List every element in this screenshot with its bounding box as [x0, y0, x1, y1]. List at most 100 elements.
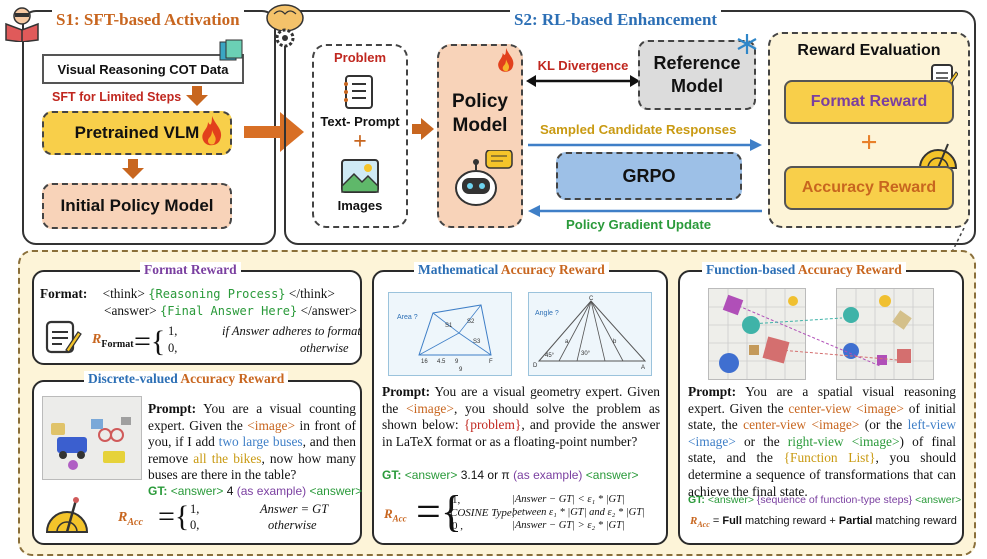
format-case1: 1, [168, 324, 177, 339]
format-line2: <answer> {Final Answer Here} </answer> [104, 302, 357, 320]
fig1-s2: S2 [467, 319, 475, 325]
format-eq: ={ [134, 325, 166, 358]
think-close: </think> [288, 286, 335, 301]
discrete-prompt: Prompt: You are a visual counting expert… [148, 401, 356, 484]
answer-open: <answer> [104, 303, 157, 318]
discrete-case2-cond: otherwise [268, 518, 317, 532]
reasoning-text: {Reasoning Process} [148, 287, 286, 301]
big-arrow-icon [244, 108, 304, 156]
pretrained-vlm-label: Pretrained VLM [74, 123, 200, 142]
small-arrow-icon [412, 118, 434, 140]
function-p5: ) of final state, and the [688, 433, 956, 466]
function-r: R [690, 515, 698, 527]
format-case1-val: 1, [168, 324, 178, 338]
flame-icon [200, 116, 224, 148]
discrete-gt-line: GT: <answer> 4 (as example) <answer> [148, 484, 362, 498]
format-notepad-icon [44, 318, 82, 356]
policy-model-label: Policy Model [452, 91, 508, 136]
notebook-icon [342, 74, 376, 110]
math-r: R [384, 506, 393, 521]
format-label: Format: [40, 286, 88, 301]
discrete-p3: , and then remove [148, 434, 356, 466]
function-gt-label: GT: [688, 494, 705, 506]
discrete-r: R [118, 510, 128, 525]
function-full-rest: matching reward + [744, 515, 836, 527]
function-prompt-label: Prompt: [688, 384, 737, 399]
math-gt-close: <answer> [585, 468, 639, 482]
snowflake-icon [736, 33, 758, 55]
image-icon [340, 158, 380, 194]
function-title-a: Function-based [706, 262, 796, 277]
fig2-d: D [533, 363, 538, 369]
discrete-eq: ={ [158, 500, 190, 533]
function-partial-rest: matching reward [875, 515, 957, 527]
function-left-img: left-view <image> [688, 417, 956, 449]
think-open: <think> [102, 286, 145, 301]
down-arrow-icon [122, 159, 144, 179]
function-full: Full [722, 515, 742, 527]
math-case2-cond: between ε₁ * |GT| and ε₂ * |GT| [512, 507, 645, 518]
discrete-p2: in front of you, if I add [148, 417, 356, 450]
function-p3: (or the [864, 417, 903, 433]
fig2-30: 30° [581, 351, 591, 357]
kl-label: KL Divergence [537, 58, 629, 73]
discrete-case1-val: 1, [190, 502, 200, 516]
discrete-gt-close: <answer> [309, 484, 363, 498]
discrete-r-sub: Acc [127, 516, 143, 528]
robot-icon [452, 149, 514, 210]
math-r-sub: Acc [392, 513, 407, 524]
discrete-case1-cond: Answer = GT [260, 502, 329, 516]
format-panel [32, 270, 362, 365]
discrete-case2-val: 0, [190, 518, 200, 532]
function-center-img: center-view <image> [788, 400, 904, 416]
kl-arrow-icon [526, 74, 640, 88]
text-prompt-label: Text- Prompt [320, 114, 400, 129]
discrete-p4: , now how many buses are there in the ta… [148, 450, 356, 483]
function-gt-open: <answer> [707, 494, 754, 506]
fig1-n1: 4.5 [437, 359, 446, 365]
reward-eval-title: Reward Evaluation [797, 42, 941, 59]
spatial-links [730, 300, 920, 370]
discrete-prompt-label: Prompt: [148, 401, 197, 416]
function-r-sub: Acc [697, 520, 710, 530]
accuracy-reward-label: Accuracy Reward [801, 179, 937, 196]
math-gt-line: GT: <answer> 3.14 or π (as example) <ans… [382, 468, 638, 482]
discrete-gt-val: 4 [226, 484, 234, 498]
function-p4: or the [743, 433, 780, 449]
function-gt-line: GT: <answer> {sequence of function-type … [688, 494, 961, 506]
discrete-gt-label: GT: [148, 484, 168, 498]
function-gt-val: {sequence of function-type steps} [756, 494, 913, 506]
format-reward-label: Format Reward [810, 93, 928, 110]
reward-plus-sign: + [860, 126, 878, 159]
format-case2-val: 0, [168, 341, 178, 355]
cot-data-box: Visual Reasoning COT Data [42, 54, 244, 84]
policy-flame-icon [496, 48, 516, 74]
book-stack-icon [218, 38, 244, 62]
math-p2: , you should solve the problem as shown … [382, 400, 660, 433]
format-panel-title: Format Reward [140, 262, 241, 278]
math-gt-open: <answer> [404, 468, 458, 482]
protractor-icon [918, 140, 958, 170]
fig2-a-lower: a [565, 339, 569, 345]
fig1-s3: S3 [473, 339, 481, 345]
function-title-b: Accuracy Reward [797, 262, 902, 277]
math-title-a: Mathematical [418, 262, 499, 277]
math-gt-label: GT: [382, 468, 402, 482]
function-right-img: right-view <image> [787, 433, 900, 449]
discrete-gt-open: <answer> [170, 484, 224, 498]
connector-line [950, 227, 966, 253]
spatial-figure-right [836, 288, 934, 380]
fig2-angle-label: Angle ? [535, 310, 559, 317]
fig1-n4: 9 [459, 367, 463, 373]
math-p3: , and provide the answer in LaTeX format… [382, 417, 660, 449]
geometry-figure-2: Angle ? C D A 45° 30° a b [528, 292, 652, 376]
reference-model-label: Reference Model [653, 53, 741, 96]
math-p1: You are a visual geometry expert. Given … [382, 384, 660, 416]
fig1-f: F [489, 359, 493, 365]
sampled-arrow-icon [528, 138, 762, 151]
reference-model-box: Reference Model [638, 40, 756, 110]
format-case1-cond: if Answer adheres to format [222, 324, 361, 338]
math-case2-val: COSINE Type, [450, 507, 515, 519]
function-gt-close: <answer> [915, 494, 962, 506]
brain-gear-icon [262, 2, 308, 50]
